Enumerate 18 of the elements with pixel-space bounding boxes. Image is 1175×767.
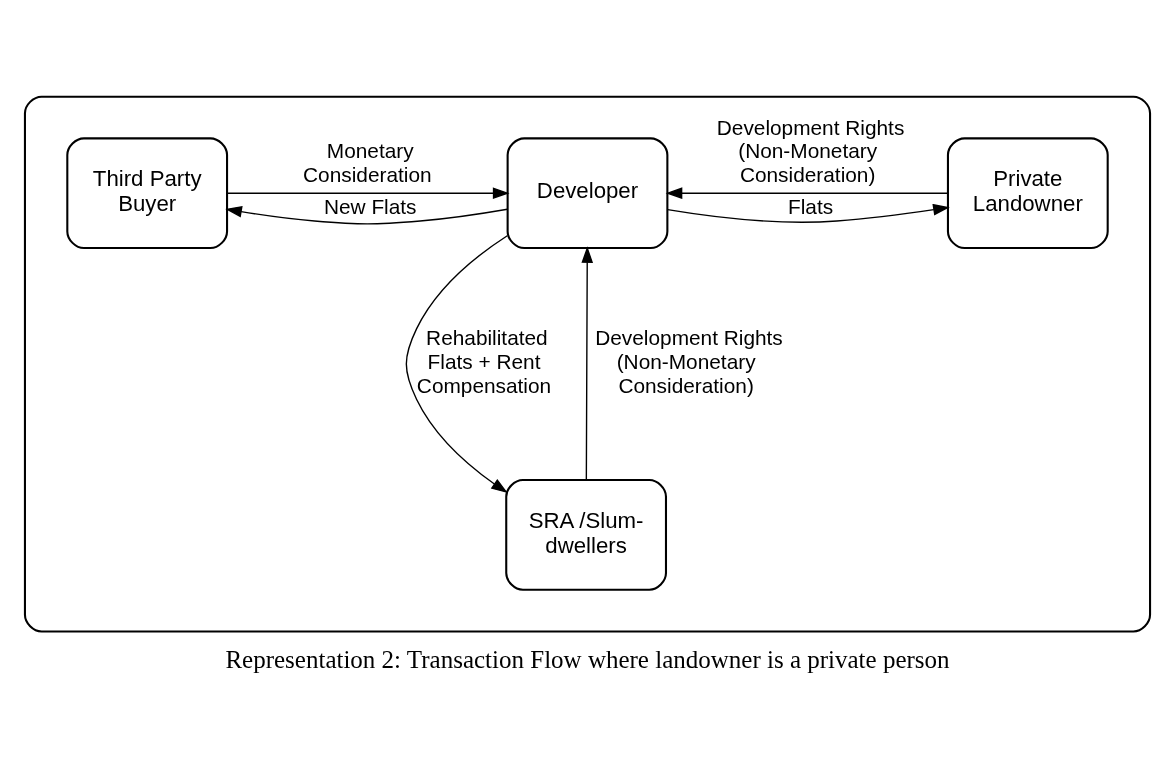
caption: Representation 2: Transaction Flow where landowner is a private person bbox=[225, 646, 950, 674]
node-box: Third Party Buyer bbox=[66, 137, 229, 250]
node-box: SRA /Slum-dwellers bbox=[505, 479, 667, 591]
edge-label: Development Rights (Non-Monetary Consideration) bbox=[716, 115, 905, 187]
edge-label: Rehabilitated Flats + Rent Compensation bbox=[416, 326, 552, 397]
arrow bbox=[581, 246, 594, 481]
edge-label: Development Rights (Non-Monetary Consideration) bbox=[595, 326, 783, 397]
cluster bbox=[23, 95, 1152, 633]
arrow bbox=[666, 203, 950, 223]
node-box: Developer bbox=[506, 137, 669, 250]
node-box: Private Landowner bbox=[946, 137, 1109, 250]
arrow bbox=[226, 187, 510, 200]
arrow bbox=[225, 205, 509, 225]
edge-label: Monetary Consideration bbox=[303, 139, 432, 187]
arrow bbox=[665, 187, 949, 200]
arrow bbox=[405, 235, 508, 494]
edge-label: New Flats bbox=[323, 195, 417, 219]
edge-label: Flats bbox=[787, 195, 834, 219]
